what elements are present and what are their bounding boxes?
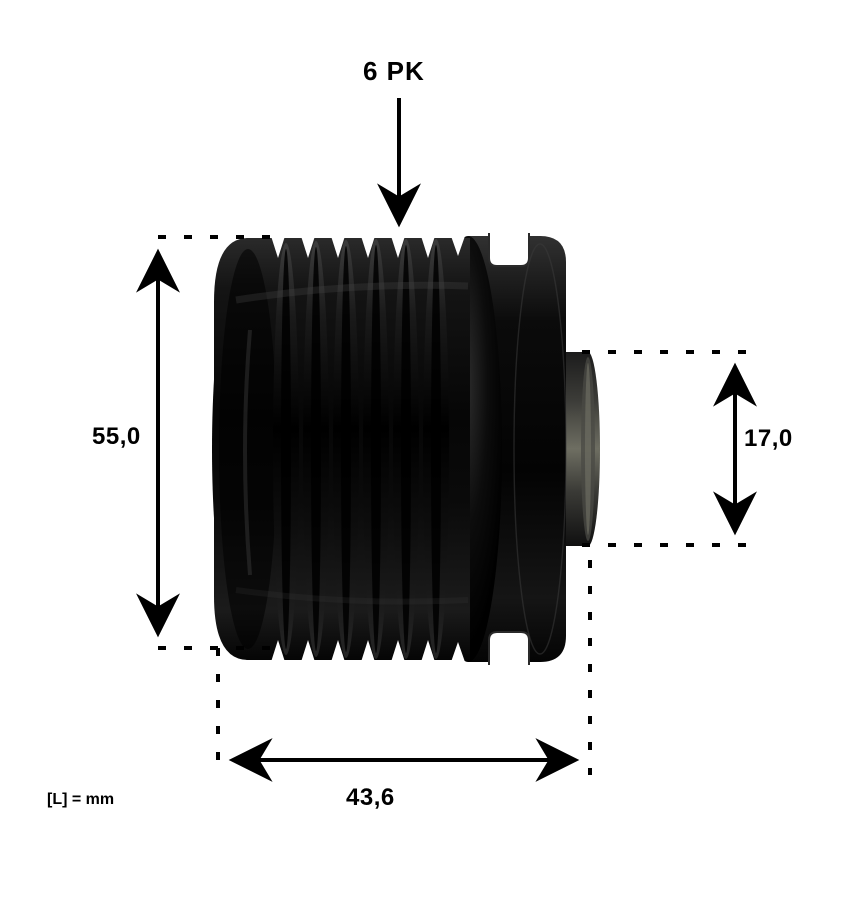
pulley-rib-teeth-top [271,236,465,258]
pulley-hub [560,352,600,546]
pulley-rib-teeth-bottom [271,640,465,662]
annotation-label-outer-diameter: 55,0 [92,423,141,450]
annotation-label-hub-diameter: 17,0 [744,425,793,452]
units-legend: [L] = mm [47,791,115,808]
annotation-label-overall-width: 43,6 [346,784,395,811]
pulley-ribbed-body [212,238,470,660]
annotation-label-6pk: 6 PK [363,56,425,86]
pulley-rib-grooves [273,239,449,659]
